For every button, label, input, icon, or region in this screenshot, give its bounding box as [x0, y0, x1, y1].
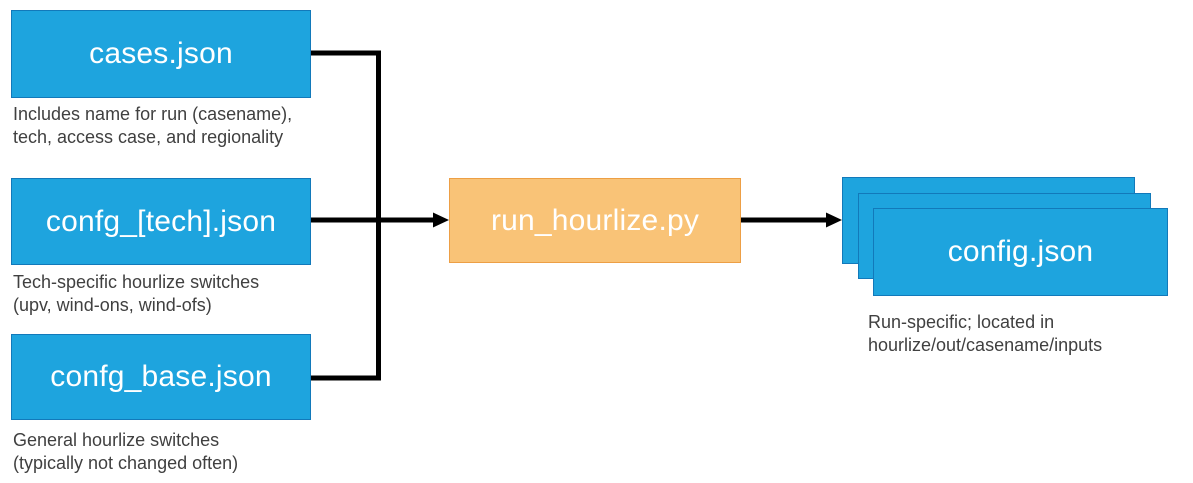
caption-confg-tech-json-line2: (upv, wind-ons, wind-ofs): [13, 295, 212, 315]
caption-config-json: Run-specific; located in hourlize/out/ca…: [868, 311, 1102, 357]
node-confg-tech-json-label: confg_[tech].json: [45, 204, 277, 238]
node-confg-base-json-label: confg_base.json: [50, 360, 272, 393]
caption-cases-json-line1: Includes name for run (casename),: [13, 104, 293, 124]
caption-cases-json-line2: tech, access case, and regionality: [13, 127, 284, 147]
caption-cases-json: Includes name for run (casename), tech, …: [13, 103, 292, 149]
merge-connector-line: [311, 50, 381, 381]
caption-confg-base-json-line2: (typically not changed often): [13, 453, 239, 473]
caption-confg-tech-json-line1: Tech-specific hourlize switches: [13, 272, 260, 292]
node-confg-base-json: confg_base.json: [11, 334, 311, 420]
node-run-hourlize-py: run_hourlize.py: [449, 178, 741, 263]
arrowhead-to-config-json: [826, 212, 842, 228]
node-cases-json: cases.json: [11, 10, 311, 98]
node-cases-json-label: cases.json: [89, 37, 233, 70]
caption-config-json-line2: hourlize/out/casename/inputs: [868, 335, 1103, 355]
caption-config-json-line1: Run-specific; located in: [868, 312, 1055, 332]
caption-confg-base-json-line1: General hourlize switches: [13, 430, 220, 450]
caption-confg-tech-json: Tech-specific hourlize switches (upv, wi…: [13, 271, 259, 317]
node-run-hourlize-py-label: run_hourlize.py: [490, 203, 700, 237]
node-confg-tech-json: confg_[tech].json: [11, 178, 311, 265]
node-config-json-label: config.json: [947, 235, 1094, 268]
arrowhead-into-run-hourlize: [433, 212, 449, 228]
node-config-json: config.json: [873, 208, 1168, 296]
caption-confg-base-json: General hourlize switches (typically not…: [13, 429, 238, 475]
